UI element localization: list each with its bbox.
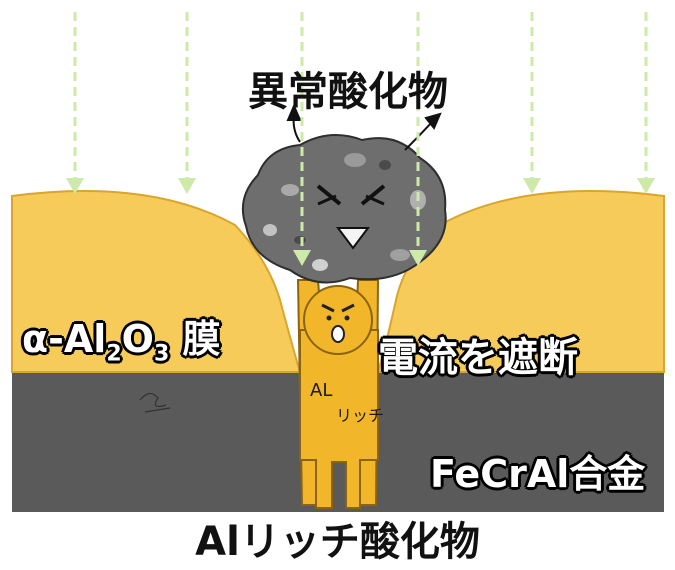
current-arrow <box>637 12 655 194</box>
character-al-text: AL <box>310 380 333 401</box>
artist-signature <box>139 392 171 413</box>
current-arrows <box>66 12 655 266</box>
al-rich-oxide-caption: Alリッチ酸化物 <box>195 519 480 565</box>
alumina-o: O <box>121 317 154 361</box>
alumina-suffix: 膜 <box>169 317 221 361</box>
expansion-arrows <box>286 103 442 151</box>
current-arrow <box>66 12 84 194</box>
block-current-label: 電流を遮断 <box>378 335 578 381</box>
alumina-film-label: α-Al2O3 膜 <box>22 320 220 366</box>
anomalous-oxide-label: 異常酸化物 <box>248 69 448 115</box>
current-arrow <box>409 12 427 266</box>
fecral-alloy-label: FeCrAl合金 <box>430 452 646 496</box>
current-arrow <box>293 12 311 266</box>
alumina-sub-3: 3 <box>153 341 170 367</box>
anomalous-oxide-rock <box>242 134 447 284</box>
alumina-film-left <box>11 190 302 373</box>
alumina-prefix: α-Al <box>22 317 107 361</box>
character-rich-text: リッチ <box>336 406 385 425</box>
al-rich-character <box>296 279 380 509</box>
alumina-sub-2: 2 <box>106 341 122 367</box>
current-arrow <box>523 12 541 194</box>
current-arrow <box>178 12 196 194</box>
